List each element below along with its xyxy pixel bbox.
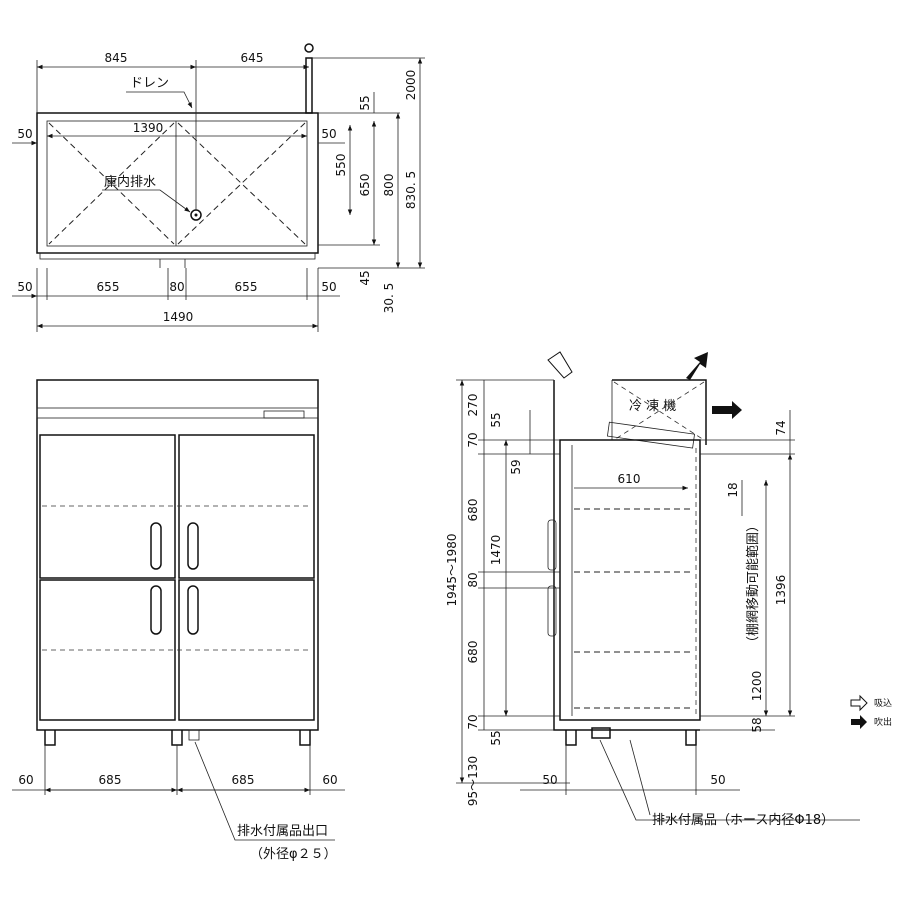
front-cabinet-outline	[36, 379, 319, 731]
dim-270: 270	[466, 394, 480, 417]
label-inner-drain: 庫内排水	[104, 174, 156, 190]
dim-50-bl: 50	[17, 280, 32, 294]
hose-leader	[599, 739, 860, 821]
legend-exhaust-icon	[851, 715, 867, 729]
dim-front-685-a: 685	[99, 773, 122, 787]
foot-3	[299, 730, 311, 746]
dim-50-right: 50	[321, 127, 336, 141]
foot-1	[44, 730, 56, 746]
front-header-panel	[36, 407, 319, 419]
door-upper-left	[39, 434, 176, 579]
dim-55-side-bottom: 55	[489, 730, 503, 745]
top-view: 845 645 2000 55 1390 50 50 550 650 800 8…	[12, 43, 425, 332]
dim-59: 59	[509, 459, 523, 474]
legend-exhaust-label: 吹出	[874, 716, 892, 728]
dim-845: 845	[105, 51, 128, 65]
dim-55-top: 55	[358, 95, 372, 110]
intake-arrow-icon	[547, 351, 573, 379]
dim-645: 645	[241, 51, 264, 65]
side-cabinet	[559, 439, 701, 721]
dim-58: 58	[750, 717, 764, 732]
exhaust-arrow-top-icon	[686, 352, 708, 380]
dim-610: 610	[618, 472, 641, 486]
label-hose: 排水付属品（ホース内径Φ18）	[652, 812, 834, 828]
side-drain-fitting	[591, 727, 611, 739]
dim-655-a: 655	[97, 280, 120, 294]
handle-ll	[150, 585, 162, 635]
exhaust-arrow-right-icon	[712, 401, 742, 419]
dim-1470: 1470	[489, 535, 503, 566]
dim-1490: 1490	[163, 310, 194, 324]
dim-2000: 2000	[404, 70, 418, 101]
dim-80-side: 80	[466, 572, 480, 587]
dim-50-br: 50	[321, 280, 336, 294]
dim-680-upper: 680	[466, 499, 480, 522]
label-outlet-dia: （外径φ２５）	[250, 847, 337, 862]
dim-650: 650	[358, 174, 372, 197]
handle-ul	[150, 522, 162, 570]
top-inner-outline	[46, 120, 308, 247]
dim-50-left: 50	[17, 127, 32, 141]
dim-74: 74	[774, 420, 788, 435]
side-foot-left	[565, 730, 577, 746]
label-outlet: 排水付属品出口	[237, 824, 328, 839]
dim-front-60-right: 60	[322, 773, 337, 787]
dim-1396: 1396	[774, 575, 788, 606]
inner-drain-center	[194, 213, 198, 217]
foot-2	[171, 730, 183, 746]
side-handle-lower	[547, 585, 557, 637]
front-nameplate	[263, 410, 305, 419]
drain-post-cap	[304, 43, 314, 53]
dim-655-b: 655	[235, 280, 258, 294]
inner-drain-leader	[102, 189, 191, 213]
legend: 吸込 吹出	[850, 694, 892, 729]
dim-front-60-left: 60	[18, 773, 33, 787]
front-outlet	[188, 729, 200, 741]
dim-1200: 1200	[750, 671, 764, 702]
shelves	[574, 485, 694, 709]
dim-550: 550	[334, 154, 348, 177]
drain-post	[305, 57, 313, 114]
dim-1390: 1390	[133, 121, 164, 135]
dim-55-side-top: 55	[489, 412, 503, 427]
side-handle-upper	[547, 519, 557, 571]
dim-70-top: 70	[466, 432, 480, 447]
unit-housing	[612, 379, 707, 445]
front-view: 60 685 685 60 排水付属品出口 （外径φ２５）	[12, 379, 345, 862]
legend-intake-icon	[850, 694, 868, 712]
handle-lr	[187, 585, 199, 635]
outlet-leader	[194, 741, 335, 841]
label-refrigeration-unit: 冷 凍 機	[629, 398, 676, 414]
dim-side-50-left: 50	[542, 773, 557, 787]
dim-front-685-b: 685	[232, 773, 255, 787]
door-upper-right	[178, 434, 315, 579]
dim-1945: 1945～1980	[445, 533, 459, 606]
label-drain: ドレン	[130, 76, 169, 91]
dim-680-lower: 680	[466, 641, 480, 664]
legend-intake-label: 吸込	[874, 698, 892, 709]
side-view: 270 70 55 59 680 1470 1945～1980 80 680 7…	[445, 351, 860, 828]
dim-18: 18	[726, 482, 740, 497]
dim-70-bottom: 70	[466, 714, 480, 729]
dim-45: 45	[358, 270, 372, 285]
dim-80: 80	[169, 280, 184, 294]
top-cabinet-outline	[36, 112, 319, 254]
door-lower-left	[39, 579, 176, 721]
dim-800: 800	[382, 174, 396, 197]
side-foot-right	[685, 730, 697, 746]
side-front-line	[553, 380, 700, 731]
top-x-hatch	[48, 122, 306, 245]
dim-830: 830. 5	[404, 171, 418, 209]
dim-30: 30. 5	[382, 283, 396, 314]
handle-ur	[187, 522, 199, 570]
drain-leader	[126, 91, 193, 109]
dim-side-50-right: 50	[710, 773, 725, 787]
dim-95: 95～130	[466, 756, 480, 806]
top-bottom-rail	[39, 252, 316, 260]
unit-coil	[606, 421, 695, 449]
label-shelf-range: （棚網移動可能範囲）	[746, 519, 761, 649]
